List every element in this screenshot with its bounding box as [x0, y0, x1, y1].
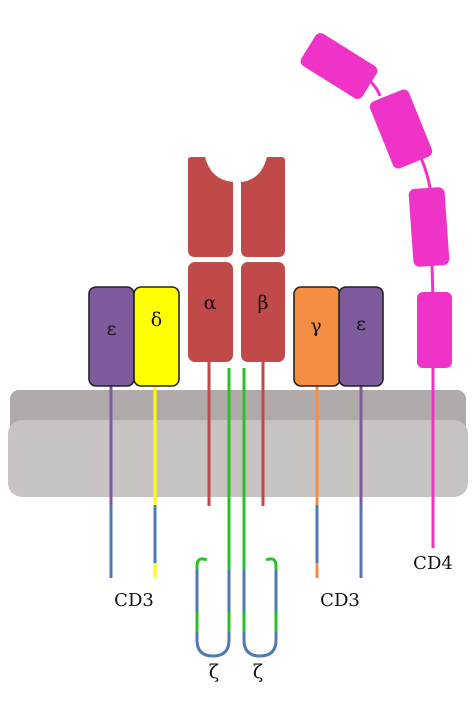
delta-label: δ	[151, 309, 162, 331]
cd4-label: CD4	[413, 553, 453, 574]
cd4-domain-2	[369, 89, 433, 169]
cd4-domain-1	[300, 33, 378, 99]
delta-domain	[133, 286, 180, 387]
cd3-left-label: CD3	[114, 590, 154, 611]
zeta-left-itam-loop	[195, 570, 231, 612]
cd3-zeta-right: ζ	[242, 368, 278, 683]
cell-membrane	[8, 390, 468, 497]
beta-variable-domain	[241, 157, 285, 257]
zeta-left-label: ζ	[209, 661, 219, 683]
alpha-variable-domain	[188, 157, 233, 257]
zeta-right-itam-loop	[242, 570, 278, 612]
cd3-gamma: γ	[293, 286, 341, 578]
epsilon-left-label: ε	[107, 318, 117, 340]
epsilon-right-label: ε	[356, 313, 366, 335]
beta-label: β	[258, 292, 269, 314]
tcr-beta-chain: β	[241, 157, 285, 506]
gamma-label: γ	[310, 315, 321, 337]
zeta-right-label: ζ	[253, 661, 263, 683]
epsilon-right-domain	[338, 286, 384, 387]
zeta-right-lower-loop	[242, 612, 278, 632]
cd3-epsilon-left: ε	[88, 286, 135, 578]
zeta-right-bottom	[242, 632, 278, 658]
cd3-epsilon-right: ε	[338, 286, 384, 578]
membrane-inner-layer	[8, 420, 468, 497]
zeta-left-chain	[195, 368, 231, 570]
alpha-label: α	[204, 292, 217, 314]
zeta-left-bottom	[195, 632, 231, 658]
beta-constant-domain	[241, 262, 285, 362]
tcr-alpha-chain: α	[188, 157, 233, 506]
cd3-right-label: CD3	[320, 590, 360, 611]
zeta-right-chain	[242, 368, 278, 570]
alpha-constant-domain	[188, 262, 233, 362]
cd4-domain-3	[408, 187, 450, 267]
cd4-coreceptor	[300, 33, 452, 548]
cd3-zeta-left: ζ	[195, 368, 231, 683]
zeta-left-lower-loop	[195, 612, 231, 632]
cd3-delta: δ	[133, 286, 180, 578]
cd4-domain-4	[417, 292, 452, 368]
